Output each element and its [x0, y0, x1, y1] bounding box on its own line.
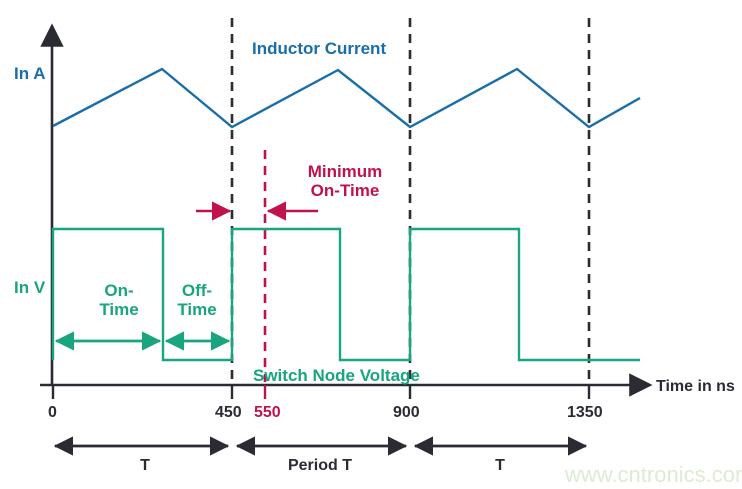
minimum-on-time-label-line1: Minimum	[307, 162, 383, 181]
minimum-on-time-label: Minimum On-Time	[300, 162, 390, 200]
switch-node-voltage-label: Switch Node Voltage	[253, 366, 420, 385]
x-tick-label-550: 550	[254, 404, 281, 421]
period-dashed-lines	[230, 18, 591, 382]
x-tick-label-0: 0	[48, 404, 57, 421]
x-axis-ticks	[51, 385, 591, 399]
y-axis-current-label: In A	[14, 64, 46, 83]
x-tick-label-1350: 1350	[567, 404, 603, 421]
watermark: www.cntronics.com	[565, 462, 742, 487]
switch-node-voltage-trace	[51, 227, 640, 362]
inductor-current-trace	[52, 67, 641, 129]
y-axis-voltage-label: In V	[14, 278, 46, 297]
x-tick-label-900: 900	[393, 404, 420, 421]
on-time-label-line1: On-	[104, 281, 134, 300]
off-time-label: Off- Time	[168, 281, 226, 319]
on-time-label: On- Time	[89, 281, 149, 319]
inductor-current-label: Inductor Current	[252, 39, 387, 58]
off-time-label-line2: Time	[177, 300, 217, 320]
period-label-t2: T	[495, 457, 505, 474]
x-tick-label-450: 450	[215, 404, 242, 421]
x-axis-label: Time in ns	[656, 378, 735, 395]
off-time-label-line1: Off-	[181, 281, 213, 300]
on-time-label-line2: Time	[99, 300, 139, 320]
period-label-period-t: Period T	[287, 457, 352, 474]
period-label-t1: T	[140, 457, 150, 474]
minimum-on-time-label-line2: On-Time	[310, 181, 380, 201]
